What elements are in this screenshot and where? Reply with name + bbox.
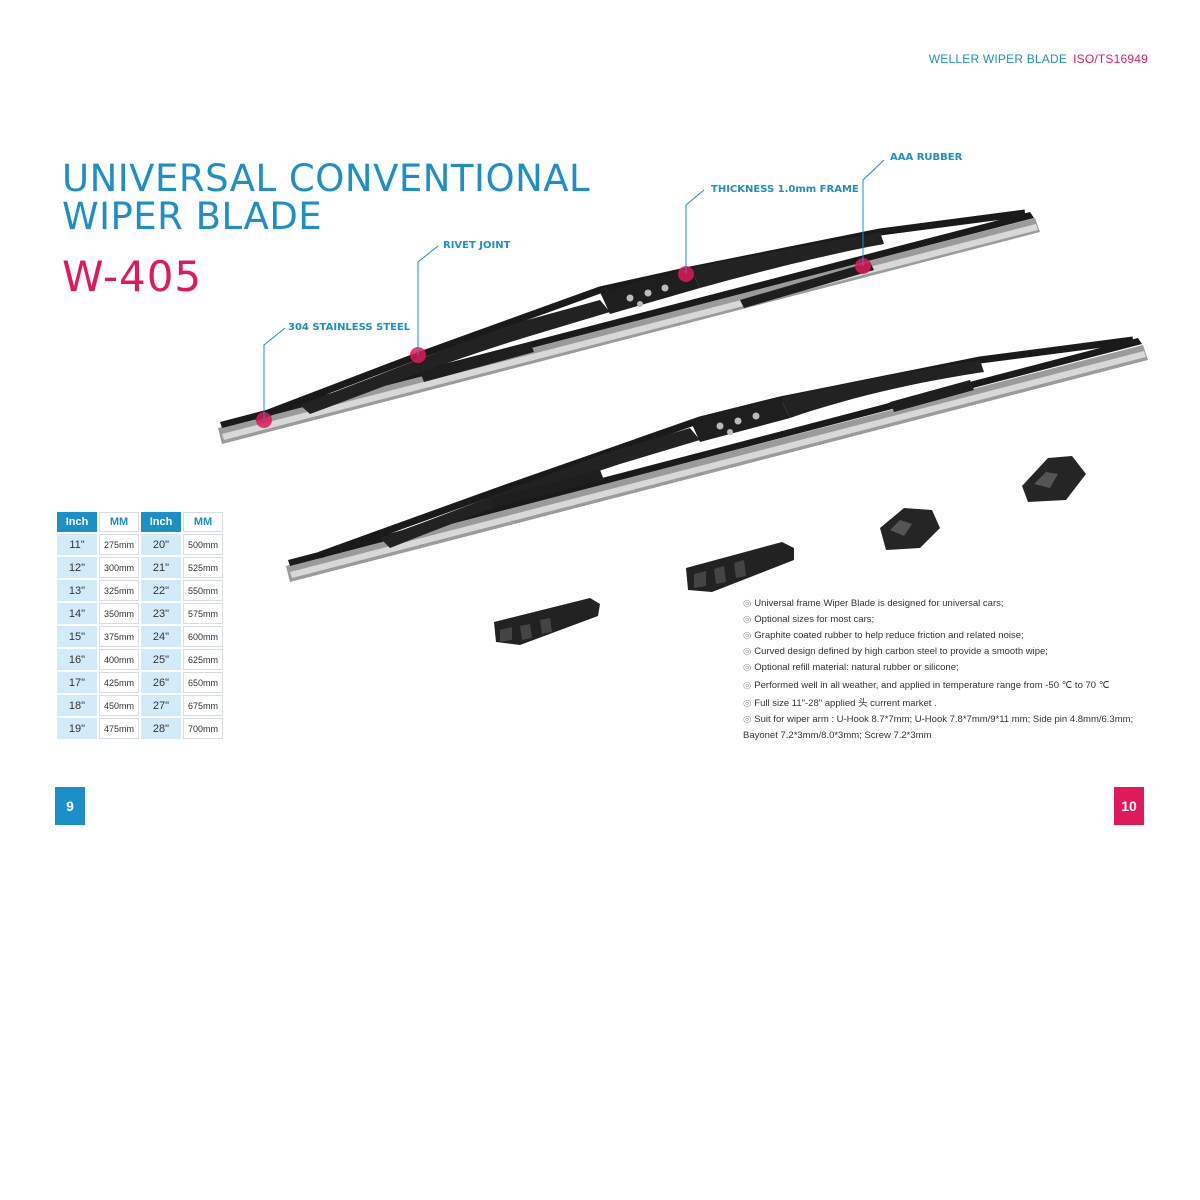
header-inch: Inch bbox=[141, 512, 181, 532]
feature-item: ◎Optional sizes for most cars; bbox=[743, 614, 875, 625]
header-mm: MM bbox=[99, 512, 139, 532]
adapter-3 bbox=[880, 508, 940, 550]
size-mm: 450mm bbox=[99, 695, 139, 716]
bullet-icon: ◎ bbox=[743, 646, 752, 657]
bullet-icon: ◎ bbox=[743, 614, 752, 625]
size-mm: 275mm bbox=[99, 534, 139, 555]
feature-item: ◎Curved design defined by high carbon st… bbox=[743, 646, 1048, 657]
bullet-icon: ◎ bbox=[743, 598, 752, 609]
size-mm: 350mm bbox=[99, 603, 139, 624]
size-mm: 625mm bbox=[183, 649, 223, 670]
size-mm: 425mm bbox=[99, 672, 139, 693]
feature-item-continuation: Bayonet 7.2*3mm/8.0*3mm; Screw 7.2*3mm bbox=[743, 730, 932, 741]
size-inch: 22" bbox=[141, 580, 181, 601]
feature-item: ◎Optional refill material: natural rubbe… bbox=[743, 662, 959, 673]
bullet-icon: ◎ bbox=[743, 714, 752, 725]
header-inch: Inch bbox=[57, 512, 97, 532]
size-mm: 675mm bbox=[183, 695, 223, 716]
size-inch: 18" bbox=[57, 695, 97, 716]
size-mm: 500mm bbox=[183, 534, 223, 555]
callout-stainless-steel: 304 STAINLESS STEEL bbox=[288, 322, 411, 333]
callout-rivet-joint: RIVET JOINT bbox=[443, 240, 511, 251]
bullet-icon: ◎ bbox=[743, 662, 752, 673]
product-illustration bbox=[218, 159, 1148, 645]
wiper-blade-1 bbox=[218, 209, 1040, 444]
callout-aaa-rubber: AAA RUBBER bbox=[890, 152, 963, 163]
size-inch: 11" bbox=[57, 534, 97, 555]
wiper-blade-2 bbox=[286, 336, 1148, 582]
title-line-1: UNIVERSAL CONVENTIONAL bbox=[62, 157, 591, 200]
size-inch: 12" bbox=[57, 557, 97, 578]
size-mm: 475mm bbox=[99, 718, 139, 739]
size-inch: 23" bbox=[141, 603, 181, 624]
feature-list: ◎Universal frame Wiper Blade is designed… bbox=[743, 596, 1153, 744]
product-title: UNIVERSAL CONVENTIONAL WIPER BLADE bbox=[62, 160, 590, 236]
size-inch: 17" bbox=[57, 672, 97, 693]
certification: ISO/TS16949 bbox=[1073, 52, 1148, 66]
brand-name: WELLER WIPER BLADE bbox=[928, 52, 1068, 66]
title-line-2: WIPER BLADE bbox=[62, 195, 323, 238]
size-inch: 25" bbox=[141, 649, 181, 670]
header-mm: MM bbox=[183, 512, 223, 532]
callout-lines bbox=[263, 159, 885, 420]
size-mm: 300mm bbox=[99, 557, 139, 578]
size-mm: 375mm bbox=[99, 626, 139, 647]
size-inch: 27" bbox=[141, 695, 181, 716]
size-inch: 16" bbox=[57, 649, 97, 670]
page-header: WELLER WIPER BLADE ISO/TS16949 bbox=[929, 52, 1148, 66]
size-inch: 28" bbox=[141, 718, 181, 739]
size-inch: 26" bbox=[141, 672, 181, 693]
size-mm: 575mm bbox=[183, 603, 223, 624]
page-number-right: 10 bbox=[1114, 787, 1144, 825]
size-inch: 13" bbox=[57, 580, 97, 601]
feature-item: ◎Graphite coated rubber to help reduce f… bbox=[743, 630, 1024, 641]
size-table-header: Inch MM Inch MM bbox=[57, 512, 223, 532]
size-inch: 20" bbox=[141, 534, 181, 555]
size-mm: 650mm bbox=[183, 672, 223, 693]
size-mm: 600mm bbox=[183, 626, 223, 647]
adapter-4 bbox=[1022, 456, 1086, 502]
size-mm: 400mm bbox=[99, 649, 139, 670]
feature-item: ◎Full size 11"-28" applied 头 current mar… bbox=[743, 698, 937, 709]
bullet-icon: ◎ bbox=[743, 630, 752, 641]
feature-item: ◎Universal frame Wiper Blade is designed… bbox=[743, 598, 1004, 609]
size-mm: 325mm bbox=[99, 580, 139, 601]
feature-item: ◎Suit for wiper arm : U-Hook 8.7*7mm; U-… bbox=[743, 714, 1134, 725]
size-inch: 19" bbox=[57, 718, 97, 739]
model-number: W-405 bbox=[62, 252, 203, 301]
size-mm: 550mm bbox=[183, 580, 223, 601]
size-inch: 14" bbox=[57, 603, 97, 624]
callout-thickness: THICKNESS 1.0mm FRAME bbox=[711, 184, 859, 195]
page-number-left: 9 bbox=[55, 787, 85, 825]
bullet-icon: ◎ bbox=[743, 698, 752, 709]
size-mm: 700mm bbox=[183, 718, 223, 739]
size-inch: 15" bbox=[57, 626, 97, 647]
size-inch: 24" bbox=[141, 626, 181, 647]
adapter-1 bbox=[494, 598, 600, 645]
size-inch: 21" bbox=[141, 557, 181, 578]
adapter-2 bbox=[686, 542, 794, 592]
feature-item: ◎Performed well in all weather, and appl… bbox=[743, 680, 1110, 691]
bullet-icon: ◎ bbox=[743, 680, 752, 691]
size-mm: 525mm bbox=[183, 557, 223, 578]
